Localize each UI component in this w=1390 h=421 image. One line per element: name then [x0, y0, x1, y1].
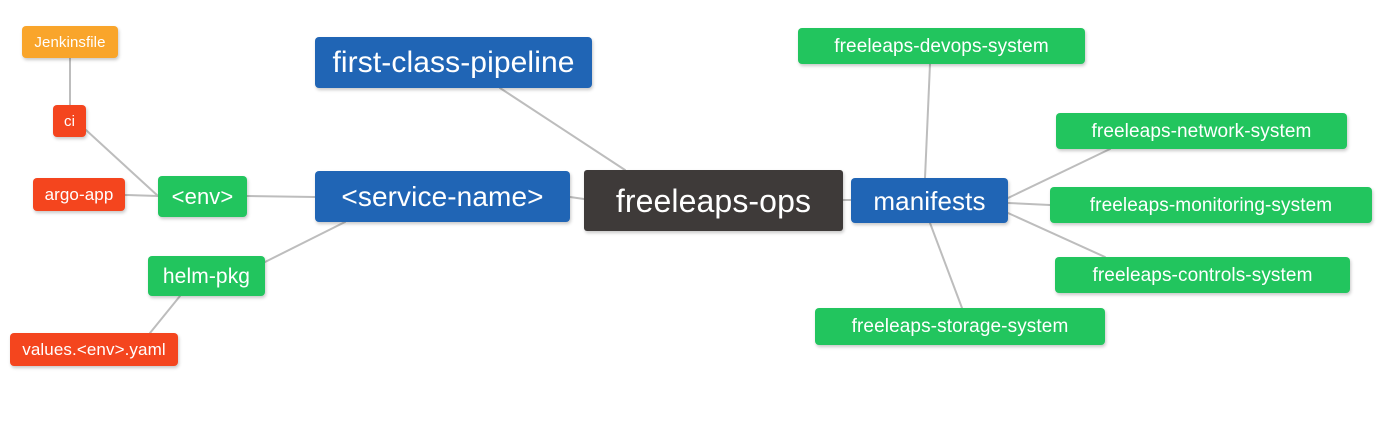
mindmap-node-first-class-pipeline[interactable]: first-class-pipeline [315, 37, 592, 88]
edge-manifests-to-freeleaps-devops-system [924, 63, 931, 179]
edge-service-name-to-freeleaps-ops [569, 196, 585, 200]
edge-manifests-to-freeleaps-storage-system [929, 222, 963, 309]
mindmap-node-label: <env> [171, 183, 234, 209]
mindmap-node-freeleaps-controls-system[interactable]: freeleaps-controls-system [1055, 257, 1350, 293]
mindmap-node-jenkinsfile[interactable]: Jenkinsfile [22, 26, 118, 58]
mindmap-node-label: freeleaps-ops [615, 182, 812, 219]
mindmap-node-argo-app[interactable]: argo-app [33, 178, 125, 211]
mindmap-node-label: ci [63, 112, 76, 130]
mindmap-node-freeleaps-network-system[interactable]: freeleaps-network-system [1056, 113, 1347, 149]
mindmap-node-values-yaml[interactable]: values.<env>.yaml [10, 333, 178, 366]
edge-first-class-pipeline-to-freeleaps-ops [499, 87, 626, 171]
mindmap-node-label: freeleaps-monitoring-system [1089, 194, 1333, 216]
mindmap-node-freeleaps-storage-system[interactable]: freeleaps-storage-system [815, 308, 1105, 345]
mindmap-node-label: freeleaps-devops-system [834, 35, 1049, 57]
edge-manifests-to-freeleaps-monitoring-system [1007, 202, 1051, 206]
mindmap-node-manifests[interactable]: manifests [851, 178, 1008, 223]
mindmap-node-label: first-class-pipeline [332, 45, 575, 79]
mindmap-node-label: helm-pkg [162, 264, 251, 288]
mindmap-node-env[interactable]: <env> [158, 176, 247, 217]
edge-helm-pkg-to-values-yaml [149, 295, 181, 334]
mindmap-node-ci[interactable]: ci [53, 105, 86, 137]
mindmap-node-label: Jenkinsfile [34, 33, 106, 51]
edge-argo-app-to-env [124, 194, 159, 197]
mindmap-node-freeleaps-ops[interactable]: freeleaps-ops [584, 170, 843, 231]
mindmap-node-freeleaps-devops-system[interactable]: freeleaps-devops-system [798, 28, 1085, 64]
mindmap-node-label: <service-name> [341, 180, 544, 212]
mindmap-node-helm-pkg[interactable]: helm-pkg [148, 256, 265, 296]
edge-env-to-service-name [246, 195, 316, 198]
mindmap-node-freeleaps-monitoring-system[interactable]: freeleaps-monitoring-system [1050, 187, 1372, 223]
mindmap-node-label: freeleaps-controls-system [1092, 264, 1313, 286]
mindmap-node-label: argo-app [44, 185, 114, 204]
mindmap-node-label: freeleaps-storage-system [851, 316, 1069, 337]
mindmap-node-service-name[interactable]: <service-name> [315, 171, 570, 222]
mindmap-node-label: values.<env>.yaml [22, 340, 166, 359]
mindmap-node-label: freeleaps-network-system [1091, 120, 1312, 142]
edge-service-name-to-helm-pkg [264, 221, 346, 263]
mindmap-node-label: manifests [873, 185, 986, 216]
